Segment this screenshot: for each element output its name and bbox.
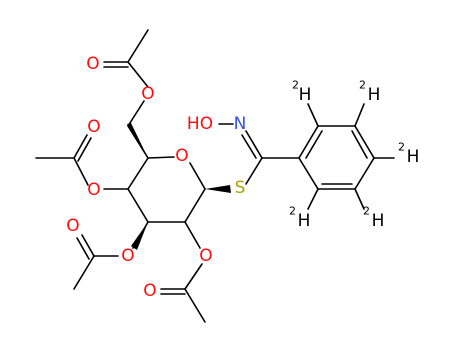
wedge-c5-c6 (127, 123, 148, 158)
atom-h-label: H (298, 211, 311, 231)
bond-oring-c1 (189, 162, 206, 190)
atom-h-label: H (368, 85, 381, 105)
bond-c1-c2 (184, 188, 206, 223)
bond-d-ortho-bottom (307, 188, 319, 210)
atom-o-c3-carbonyl: O (66, 216, 79, 236)
atom-o-c4: O (87, 180, 100, 200)
isotope-label: 2 (359, 79, 366, 92)
atom-h-label: H (407, 147, 420, 167)
isotope-label: 2 (289, 205, 296, 218)
atom-d-ortho-bottom: 2 H (289, 205, 310, 232)
bond-d-ortho-top (307, 103, 319, 127)
bond-ph-1 (298, 125, 319, 159)
atom-o-c4-carbonyl: O (87, 117, 100, 137)
bond-acyl3-methyl (73, 255, 95, 290)
atom-h-label: H (372, 211, 385, 231)
wedge-c3-o (131, 222, 148, 250)
isotope-label: 2 (292, 79, 299, 92)
bond-o-acyl6 (127, 61, 149, 88)
bond-c6-o (127, 100, 145, 127)
atom-d-para: 2 H (398, 141, 419, 168)
bond-acyl4-carbonyl-b (77, 137, 92, 162)
bond-d-meta-top (354, 103, 365, 127)
wedge-c1-s (205, 185, 231, 193)
bond-c-n-b (241, 134, 257, 159)
bond-ph-3 (354, 125, 375, 159)
isotope-label: 2 (398, 141, 405, 154)
atom-h-label: H (299, 85, 312, 105)
bond-c3-c4 (127, 188, 149, 223)
bond-ph-inner-2 (351, 130, 368, 159)
bond-c5-oring (147, 156, 175, 159)
bond-d-meta-bottom (354, 188, 365, 210)
bond-ph-inner-1 (305, 130, 323, 159)
bond-c5-c6 (127, 125, 149, 159)
atom-ho: HO (187, 114, 213, 134)
bond-c2-o (184, 221, 201, 249)
bond-s-amidine (245, 157, 263, 185)
atom-o-c2: O (199, 246, 212, 266)
atom-labels: O O O O O O O O O S N HO 2 H 2 H 2 H 2 H… (66, 54, 419, 301)
atom-o-ring: O (175, 146, 188, 166)
bond-o-acyl2 (184, 263, 203, 290)
bond-ph-6 (298, 157, 319, 190)
atom-d-meta-bottom: 2 H (363, 205, 384, 232)
atom-d-ortho-top: 2 H (292, 79, 311, 106)
atom-d-meta-top: 2 H (359, 79, 380, 106)
atom-n: N (234, 114, 247, 134)
bond-c-n-a (245, 130, 263, 159)
bond-acyl2-methyl (184, 288, 206, 323)
atom-o-c6-carbonyl: O (86, 54, 99, 74)
bonds (35, 29, 395, 323)
bond-acyl6-methyl (127, 29, 149, 63)
bond-c4-c5 (127, 157, 149, 190)
bond-ph-4 (354, 157, 375, 190)
atom-o-c2-carbonyl: O (143, 281, 156, 301)
atom-o-c6: O (141, 84, 154, 104)
bond-acyl4-carbonyl-a (73, 134, 88, 159)
bond-acyl3-carbonyl-a (81, 234, 95, 257)
atom-o-c3: O (121, 246, 134, 266)
bond-o-acyl4 (73, 157, 89, 186)
bond-acyl3-carbonyl-b (76, 237, 90, 260)
isotope-label: 2 (363, 205, 370, 218)
atom-s: S (235, 178, 246, 198)
